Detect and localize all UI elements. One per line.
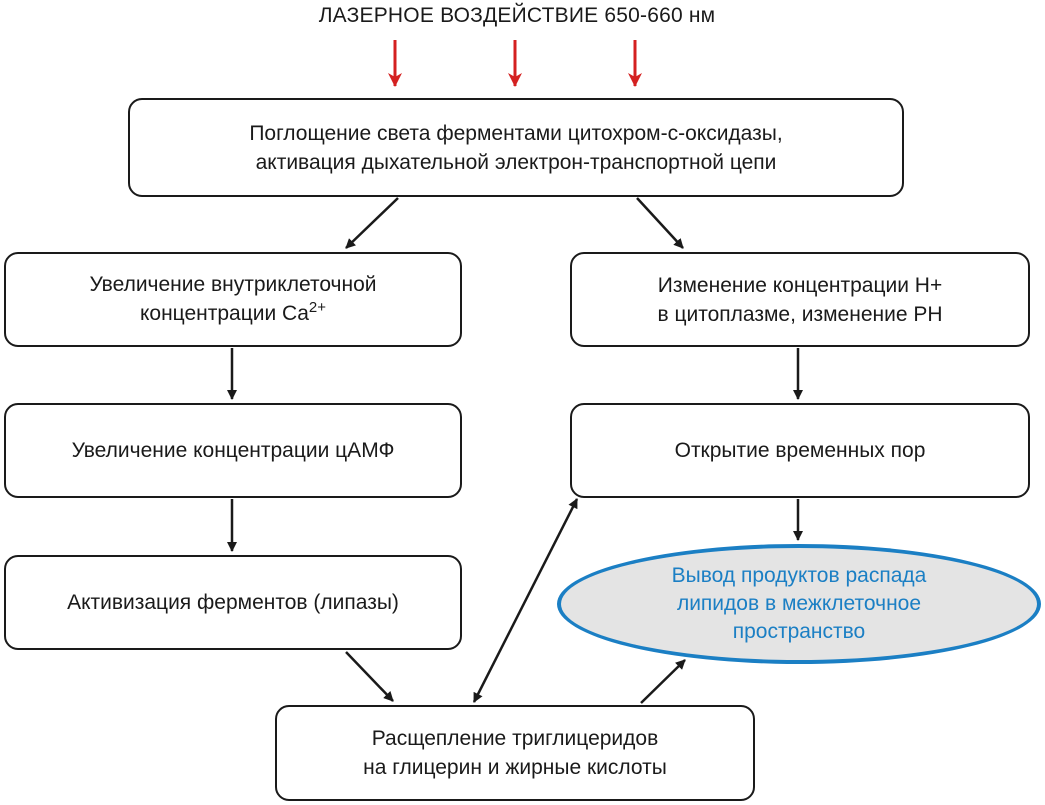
node-light-absorption: Поглощение света ферментами цитохром-с-о… <box>128 98 904 197</box>
node-text: в цитоплазме, изменение PH <box>657 302 943 326</box>
node-calcium-increase: Увеличение внутриклеточной концентрации … <box>4 252 462 347</box>
arrow-lipase-to-splitting <box>345 651 394 702</box>
node-triglyceride-splitting: Расщепление триглицеридов на глицерин и … <box>275 705 755 801</box>
arrow-absorption-to-calcium <box>345 197 399 249</box>
node-lipid-output: Вывод продуктов распада липидов в межкле… <box>557 544 1041 664</box>
node-text: Расщепление триглицеридов <box>371 727 659 750</box>
node-proton-change: Изменение концентрации H+ в цитоплазме, … <box>570 252 1030 347</box>
node-text: концентрации Ca <box>139 301 309 325</box>
node-text-formula: концентрации Ca2+ <box>90 299 377 330</box>
diagram-title: ЛАЗЕРНОЕ ВОЗДЕЙСТВИЕ 650-660 нм <box>318 4 716 27</box>
node-camp-increase: Увеличение концентрации цАМФ <box>4 403 462 498</box>
arrow-splitting-pores-bidirectional <box>472 498 579 703</box>
node-text: липидов в межклеточное <box>676 592 922 615</box>
node-text: на глицерин и жирные кислоты <box>363 756 667 779</box>
node-text: Увеличение концентрации цАМФ <box>71 439 395 462</box>
node-text: Увеличение внутриклеточной <box>89 272 377 296</box>
node-text: Активизация ферментов (липазы) <box>67 591 399 614</box>
arrow-absorption-to-proton <box>636 197 684 249</box>
node-text: Изменение концентрации H+ <box>657 273 943 297</box>
node-pores-opening: Открытие временных пор <box>570 403 1030 498</box>
node-text: Открытие временных пор <box>674 439 926 462</box>
node-lipase-activation: Активизация ферментов (липазы) <box>4 555 462 650</box>
node-text: Вывод продуктов распада <box>671 564 927 587</box>
node-text: пространство <box>732 620 866 643</box>
charge-superscript: 2+ <box>308 298 327 316</box>
node-text: активация дыхательной электрон-транспорт… <box>255 150 777 174</box>
arrow-splitting-to-output <box>640 659 686 704</box>
node-text: Поглощение света ферментами цитохром-с-о… <box>249 121 783 145</box>
